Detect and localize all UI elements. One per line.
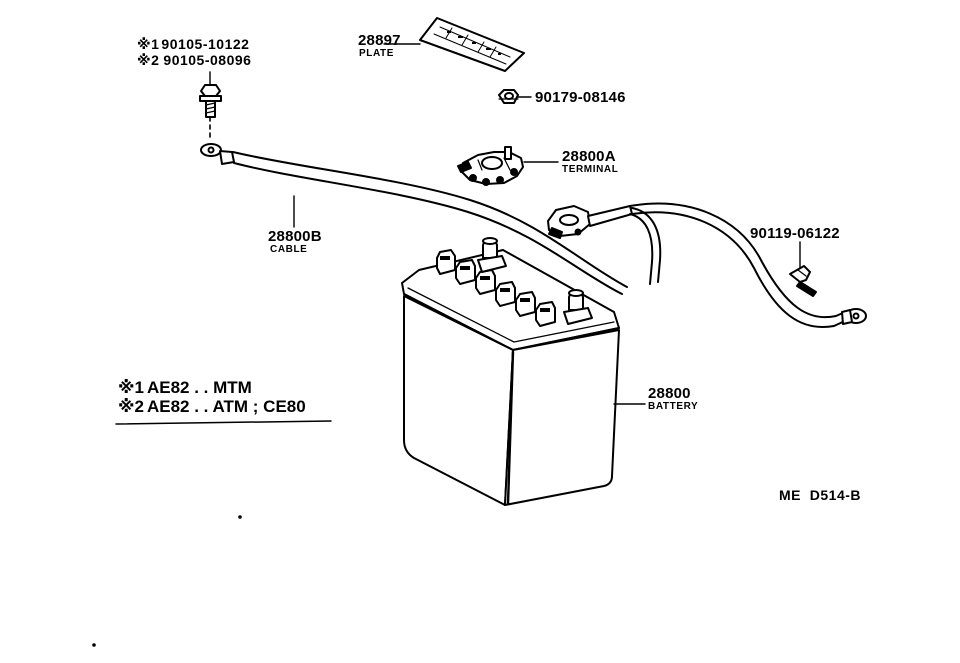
battery-part-name: BATTERY [648, 401, 699, 412]
speck [238, 515, 242, 519]
note-ref: ※1 [118, 378, 144, 397]
clamp-part-number: 90119-06122 [750, 225, 840, 242]
battery-part-number: 28800 [648, 385, 691, 402]
speck [92, 643, 96, 647]
terminal-drawing [457, 146, 524, 186]
clamp-drawing [789, 265, 817, 297]
negative-cable-drawing [200, 143, 628, 295]
plate-drawing [419, 17, 525, 72]
note-ref: ※2 [118, 397, 144, 416]
drawing-code: ME D514-B [779, 487, 862, 503]
plate-part-name: PLATE [359, 48, 395, 59]
part-number: 90105-08096 [163, 52, 252, 68]
cable-part-number: 28800B [268, 228, 322, 245]
nut-drawing [498, 89, 519, 104]
cable-part-name: CABLE [270, 244, 308, 255]
positive-cable-drawing [547, 202, 867, 328]
part-number: 90105-10122 [161, 36, 250, 52]
terminal-part-number: 28800A [562, 148, 616, 165]
note-text: AE82 . . ATM ; CE80 [146, 397, 306, 416]
bolt-drawing [199, 84, 222, 141]
ref-mark: ※1 [137, 36, 160, 52]
nut-part-number: 90179-08146 [535, 89, 626, 106]
note-text: AE82 . . MTM [146, 378, 252, 397]
plate-part-number: 28897 [358, 32, 401, 49]
terminal-part-name: TERMINAL [562, 164, 619, 175]
ref-mark: ※2 [137, 52, 160, 68]
notes-underline [115, 420, 332, 425]
battery-drawing [401, 237, 620, 506]
